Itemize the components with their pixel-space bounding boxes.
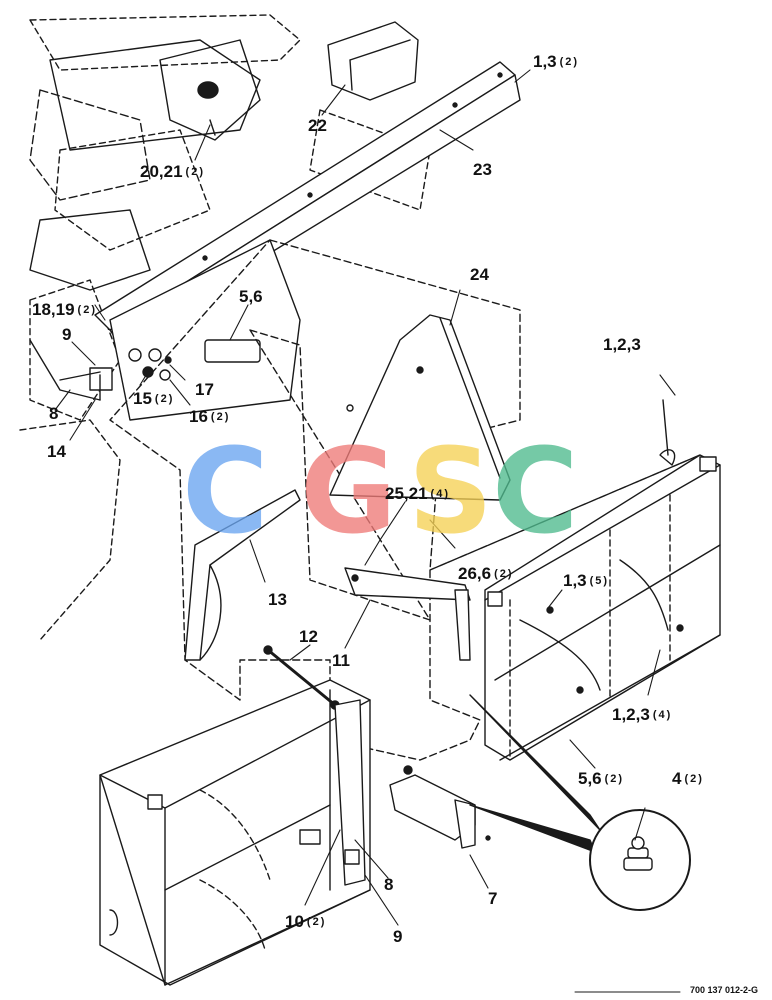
watermark-char: G <box>300 422 397 560</box>
callout-12: 12 <box>299 628 321 645</box>
callout-label: 23 <box>473 160 492 179</box>
callout-16: 16(2) <box>189 408 230 425</box>
callout-label: 1,3 <box>533 52 557 71</box>
callout-1-2-3-right: 1,2,3 <box>603 336 644 353</box>
drawing-number: 700 137 012-2-G <box>690 985 759 995</box>
callout-15: 15(2) <box>133 390 174 407</box>
callout-17: 17 <box>195 381 217 398</box>
part-11-arm <box>344 567 471 661</box>
callout-label: 5,6 <box>578 769 602 788</box>
callout-label: 12 <box>299 627 318 646</box>
callout-label: 17 <box>195 380 214 399</box>
callout-qty: (2) <box>604 773 625 785</box>
callout-qty: (2) <box>559 56 580 68</box>
callout-qty: (2) <box>77 304 97 316</box>
callout-label: 9 <box>393 927 403 946</box>
callout-label: 24 <box>470 265 489 284</box>
callout-qty: (2) <box>185 166 205 178</box>
callout-qty: (2) <box>154 393 175 405</box>
watermark-letter-3: S <box>408 432 493 550</box>
callout-qty: (2) <box>494 568 514 580</box>
left-side-plate <box>59 239 301 421</box>
callout-1-3-top: 1,3(2) <box>533 53 579 70</box>
callout-25-21: 25,21(4) <box>385 485 450 502</box>
callout-label: 15 <box>133 389 152 408</box>
watermark-letter-4: C <box>492 432 579 550</box>
callout-label: 9 <box>62 325 72 344</box>
upper-right-bin <box>429 399 721 761</box>
callout-7: 7 <box>488 890 500 907</box>
callout-label: 1,3 <box>563 571 587 590</box>
callout-qty: (2) <box>684 773 704 785</box>
callout-9-top: 9 <box>62 326 74 343</box>
callout-18-19: 18,19(2) <box>32 301 97 318</box>
callout-1-3-mid: 1,3(5) <box>563 572 609 589</box>
callout-label: 13 <box>268 590 287 609</box>
callout-8-left: 8 <box>49 405 61 422</box>
callout-5-6-top: 5,6 <box>239 288 266 305</box>
part-13-shield <box>184 489 301 661</box>
part-7-latch-bracket <box>389 765 491 849</box>
callout-label: 22 <box>308 116 327 135</box>
callout-24: 24 <box>470 266 492 283</box>
watermark-letter-2: G <box>300 432 397 550</box>
callout-qty: (4) <box>430 488 450 500</box>
callout-label: 25,21 <box>385 484 428 503</box>
watermark-char: C <box>492 422 579 560</box>
part-22-bracket <box>327 21 419 101</box>
callout-5-6-low: 5,6(2) <box>578 770 624 787</box>
callout-1-2-3-lower: 1,2,3(4) <box>612 706 672 723</box>
callout-label: 16 <box>189 407 208 426</box>
callout-9-low: 9 <box>393 928 405 945</box>
callout-10: 10(2) <box>285 913 326 930</box>
callout-qty: (5) <box>589 575 610 587</box>
callout-label: 11 <box>332 651 350 670</box>
detail-zoom-fitting <box>469 694 691 911</box>
callout-label: 4 <box>672 769 682 788</box>
callout-label: 8 <box>49 404 59 423</box>
callout-4: 4(2) <box>672 770 704 787</box>
callout-label: 14 <box>47 442 66 461</box>
callout-label: 7 <box>488 889 498 908</box>
callout-26-6: 26,6(2) <box>458 565 514 582</box>
machine-frame <box>19 14 431 641</box>
part-24-triangle-panel <box>329 314 511 501</box>
leader-lines <box>54 69 676 926</box>
watermark-char: C <box>182 422 269 560</box>
callout-13: 13 <box>268 591 290 608</box>
lower-latch-strip <box>334 699 366 886</box>
callout-qty: (2) <box>210 411 231 423</box>
callout-qty: (4) <box>652 709 673 721</box>
callout-label: 1,2,3 <box>612 705 650 724</box>
callout-label: 10 <box>285 912 304 931</box>
callout-label: 1,2,3 <box>603 335 641 354</box>
callout-label: 5,6 <box>239 287 263 306</box>
callout-label: 20,21 <box>140 162 183 181</box>
callout-22: 22 <box>308 117 330 134</box>
callout-14: 14 <box>47 443 69 460</box>
watermark-char: S <box>408 422 493 560</box>
callout-20-21: 20,21(2) <box>140 163 205 180</box>
lower-left-bin <box>99 679 371 986</box>
watermark-letter-1: C <box>182 432 269 550</box>
callout-11: 11 <box>332 652 353 669</box>
callout-23: 23 <box>473 161 495 178</box>
callout-8-low: 8 <box>384 876 396 893</box>
callout-label: 8 <box>384 875 394 894</box>
callout-label: 18,19 <box>32 300 75 319</box>
callout-label: 26,6 <box>458 564 492 583</box>
callout-qty: (2) <box>306 916 327 928</box>
